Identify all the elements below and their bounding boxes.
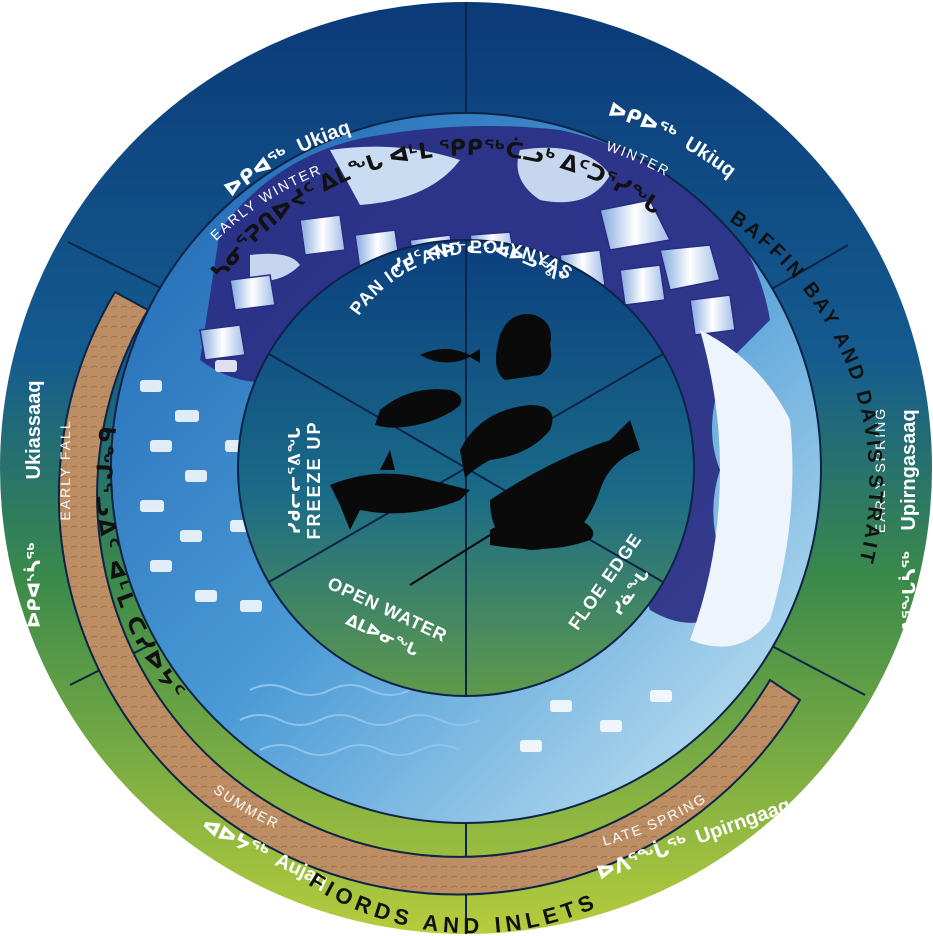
svg-text:ᐅᐱᕐᖓᓵᖅ: ᐅᐱᕐᖓᓵᖅ bbox=[897, 551, 919, 650]
svg-text:EARLY FALL: EARLY FALL bbox=[57, 419, 73, 520]
upirngasaaq-syllabics: ᐅᐱᕐᖓᓵᖅ bbox=[897, 551, 919, 650]
svg-text:Ukiassaaq: Ukiassaaq bbox=[23, 381, 45, 480]
svg-text:Upirngasaaq: Upirngasaaq bbox=[898, 409, 920, 530]
svg-text:ᐅᑭᐊᔅᓵᖅ: ᐅᑭᐊᔅᓵᖅ bbox=[22, 542, 44, 628]
ukiassaaq-syllabics: ᐅᑭᐊᔅᓵᖅ bbox=[22, 542, 44, 628]
ukiassaaq-name: Ukiassaaq bbox=[23, 381, 45, 480]
freeze-up-syllabics: ᓯᑯᓕᓕᕐᕕᖓ bbox=[287, 426, 304, 534]
upirngasaaq-name: Upirngasaaq bbox=[898, 409, 920, 530]
ukiassaaq-english: EARLY FALL bbox=[57, 419, 73, 520]
freeze-up-label: FREEZE UP bbox=[304, 420, 324, 539]
